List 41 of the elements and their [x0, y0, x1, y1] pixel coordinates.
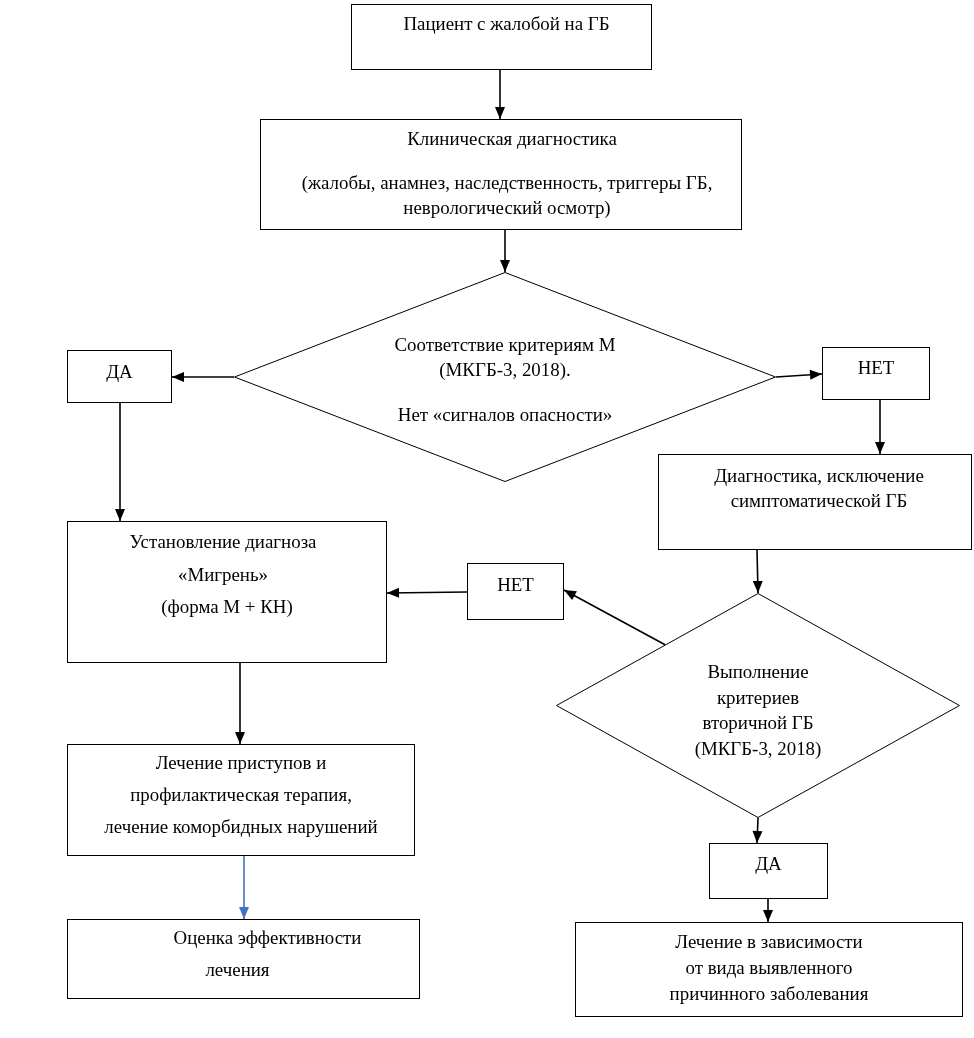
step-text: Клиническая диагностика: [407, 127, 617, 151]
condition-text: Соответствие критериям М (МКГБ-3, 2018).: [393, 333, 617, 382]
arrow: [763, 898, 773, 923]
arrow: [563, 589, 666, 646]
answer-box: [67, 350, 172, 403]
process-box: [67, 521, 387, 663]
arrow: [115, 402, 125, 522]
arrow: [775, 369, 823, 380]
arrow: [495, 69, 505, 120]
arrow: [875, 399, 885, 455]
step-text: (форма М + КН): [161, 595, 293, 619]
answer-label: НЕТ: [497, 573, 534, 597]
step-text: Установление диагноза «Мигрень»: [128, 530, 318, 587]
process-box: [351, 4, 652, 70]
answer-box: [822, 347, 930, 400]
arrow: [239, 855, 249, 920]
answer-box: [467, 563, 564, 620]
arrow: [500, 229, 510, 273]
arrow: [386, 587, 468, 598]
arrow: [171, 372, 235, 382]
arrow: [235, 662, 245, 745]
answer-box: [709, 843, 828, 899]
process-box: [575, 922, 963, 1017]
step-text: Лечение приступов и профилактическая терапия, лечение коморбидных нарушений: [103, 751, 379, 839]
process-box: [260, 119, 742, 230]
step-text: Оценка эффективности лечения: [172, 926, 363, 982]
decision-diamond: [556, 593, 960, 818]
step-text: (жалобы, анамнез, наследственность, триггеры ГБ, неврологический осмотр): [300, 170, 714, 220]
condition-text: Выполнение критериев вторичной ГБ (МКГБ-3, 2018): [693, 660, 823, 761]
step-text: Пациент с жалобой на ГБ: [403, 12, 610, 36]
step-text: Диагностика, исключение симптоматической ГБ: [713, 464, 925, 513]
process-box: [67, 744, 415, 856]
condition-text: Нет «сигналов опасности»: [397, 403, 613, 427]
answer-label: ДА: [755, 852, 782, 876]
arrow: [752, 817, 763, 844]
answer-label: НЕТ: [857, 356, 895, 380]
step-text: Лечение в зависимости от вида выявленного причинного заболевания: [668, 930, 870, 1006]
process-box: [67, 919, 420, 999]
process-box: [658, 454, 972, 550]
arrow: [752, 549, 763, 594]
answer-label: ДА: [106, 360, 133, 384]
